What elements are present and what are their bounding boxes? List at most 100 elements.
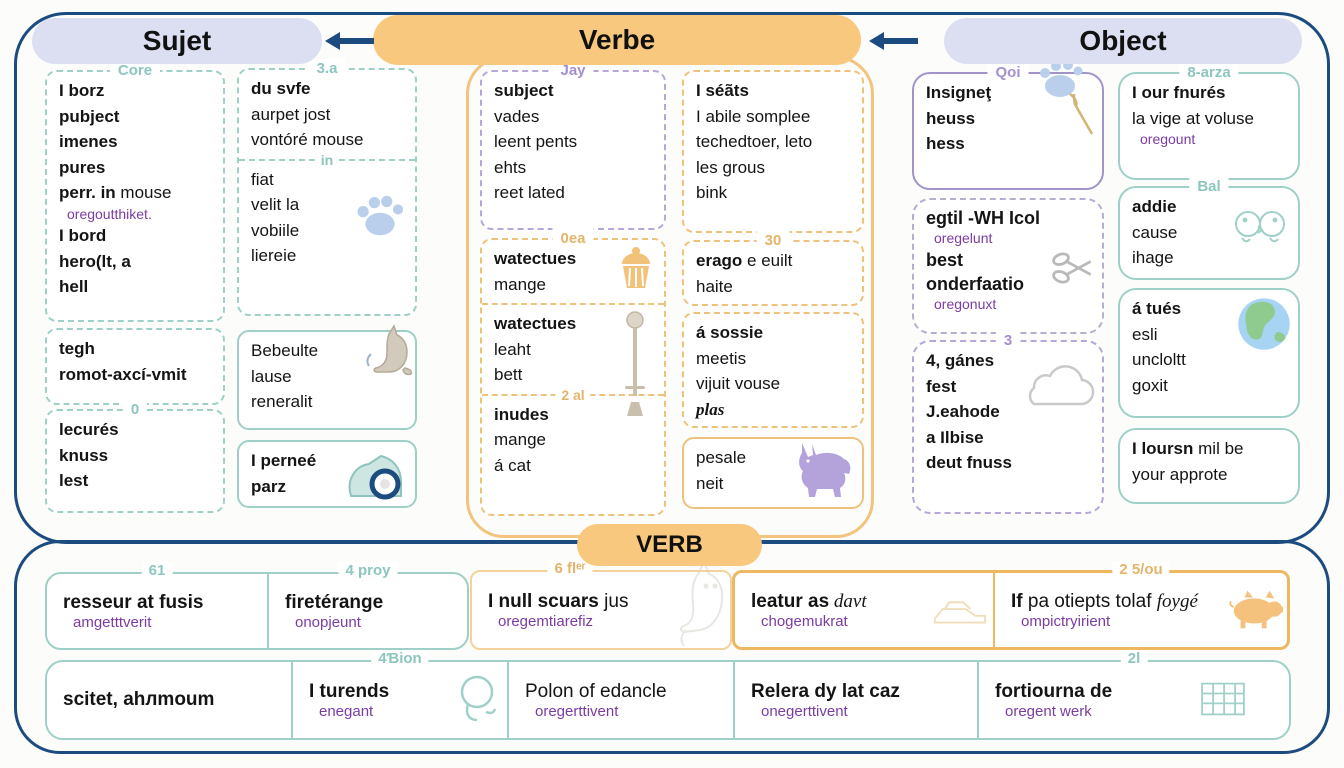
cell-main-rest: pa otiepts tolaf	[1022, 590, 1157, 612]
cell-label: 61	[141, 562, 173, 579]
list-item: Insigneţ	[926, 83, 992, 102]
list-item: vijuit vouse	[696, 374, 781, 393]
list-item: ihage	[1132, 248, 1174, 267]
list-item: hell	[59, 277, 89, 296]
list-item: haite	[696, 276, 733, 296]
globe-icon	[1238, 298, 1290, 350]
box-label: Core	[109, 60, 161, 83]
object-box-3: 3 4, gánes fest J.eahode a Ilbise deut f…	[912, 330, 1104, 514]
box-label: 0ea	[552, 228, 594, 251]
paw-icon	[357, 195, 404, 236]
list-item: fest	[926, 376, 957, 396]
list-item: meetis	[696, 348, 747, 368]
verb-section-pill: VERB	[577, 524, 762, 566]
list-item: I bord	[59, 226, 107, 245]
cell-note: onopjeunt	[295, 613, 361, 631]
cell-main-italic: foygé	[1156, 590, 1198, 612]
mouse-device-icon	[348, 454, 402, 500]
scissors-icon	[1052, 252, 1092, 284]
list-item: deut fnuss	[926, 453, 1012, 472]
left-arrow-icon	[869, 32, 918, 50]
list-item: best	[926, 249, 964, 270]
list-item-rest: mouse	[115, 183, 172, 202]
pig-icon	[1229, 590, 1283, 629]
sujet-box-5: Bebeulte lause reneralit	[237, 324, 417, 430]
list-item: á tués	[1132, 299, 1182, 318]
object-box-2: egtil -WH Icol oregelunt best onderfaati…	[912, 198, 1104, 334]
list-item: Bebeulte	[251, 341, 319, 360]
verbe-box-6: pesale neit	[682, 437, 864, 509]
object-box-7: I loursn mil be your approte	[1118, 428, 1300, 504]
sujet-box-3: 0 lecurés knuss lest	[45, 399, 225, 513]
list-item: esli	[1132, 324, 1158, 344]
bottom-cell: 4 proy firetérange onopjeunt	[267, 562, 467, 648]
list-item: inudes	[494, 404, 549, 424]
list-item: pures	[59, 157, 106, 177]
cell-main-bold: I null scuars	[488, 590, 599, 612]
list-item: uncloltt	[1132, 350, 1186, 369]
list-item: la vige at voluse	[1132, 108, 1254, 128]
list-item-bold: perr. in	[59, 183, 116, 202]
bottom-cell: 2l fortiourna de oregent werk	[977, 650, 1289, 738]
cat-sketch-icon	[680, 559, 724, 647]
annotation: oregount	[1140, 131, 1196, 147]
cell-note: oregerttivent	[535, 702, 619, 720]
divider-label: in	[314, 149, 340, 171]
cell-main-text: scitet, ahᴫmoum	[63, 689, 215, 710]
cell-main-text: I null scuars jus	[488, 591, 730, 613]
bottom-cell: 61 resseur at fusis amgetttverit	[47, 562, 267, 648]
list-item: I our fnurés	[1132, 83, 1226, 102]
cell-main-text: If pa otiepts tolaf foygé	[1011, 591, 1287, 613]
list-item: vobiile	[251, 220, 300, 240]
cell-label: 2l	[1120, 650, 1148, 667]
bottom-cell: Polon of edancle oregerttivent	[507, 662, 733, 738]
cell-main-italic: davt	[829, 590, 867, 612]
bottom-cell: 4Ɓion I turends enegant	[291, 650, 507, 738]
list-item: techedtoer, leto	[696, 132, 813, 151]
list-item: neit	[696, 473, 724, 493]
list-item-rest: mil be	[1193, 439, 1244, 458]
bottom-cell: 6 flᵉʳ I null scuars jus oregemtiarefiz	[472, 559, 730, 648]
verbe-header-label: Verbe	[578, 24, 656, 55]
list-item: ehts	[494, 157, 527, 177]
verbe-box-4: 30 erago e euilt haite	[682, 230, 864, 306]
list-item: I perneé	[251, 451, 317, 470]
grid-icon	[1201, 682, 1245, 716]
list-item: your approte	[1132, 464, 1228, 484]
bottom-row2-group: scitet, ahᴫmoum 4Ɓion I turends enegant …	[45, 650, 1291, 740]
cell-main-text: Relera dy lat caz	[751, 680, 900, 702]
list-item: goxit	[1132, 375, 1168, 395]
list-item: reneralit	[251, 392, 313, 411]
list-item: hero(lt, a	[59, 251, 131, 271]
box-divider	[482, 303, 664, 305]
sujet-box-2: tegh romot-axcí-vmit	[45, 328, 225, 405]
cell-main-text: fortiourna de	[995, 680, 1113, 702]
list-item: aurpet jost	[251, 104, 331, 124]
box-label: 30	[756, 230, 790, 253]
list-item: mange	[494, 430, 546, 449]
donkey-icon	[799, 443, 851, 497]
cell-label: 4 proy	[338, 562, 398, 579]
bottom-row1-group-c: leatur as davt chogemukrat 2 5/ou If pa …	[732, 561, 1290, 650]
lamppost-icon	[625, 311, 645, 416]
list-item: mange	[494, 274, 546, 294]
box-label: Jay	[552, 60, 594, 83]
list-item: I abile somplee	[696, 106, 811, 126]
list-item: addie	[1132, 197, 1177, 216]
list-item: cause	[1132, 222, 1178, 242]
list-item: lause	[251, 366, 292, 386]
list-item: leent pents	[494, 132, 578, 151]
cell-note: ompictryirient	[1021, 612, 1111, 630]
list-item: onderfaatio	[926, 274, 1025, 295]
box-label: 3	[995, 330, 1021, 353]
list-item: I borz	[59, 81, 105, 100]
list-item: J.eahode	[926, 402, 1000, 421]
list-item: I loursn mil be	[1132, 436, 1286, 462]
annotation: oregoutthiket.	[67, 205, 152, 222]
sujet-header-label: Sujet	[142, 25, 212, 56]
box-label: 0	[122, 399, 148, 422]
cell-label: 2 5/ou	[1112, 561, 1170, 578]
verbe-box-1: Jay subject vades leent pents ehts reet …	[480, 60, 666, 230]
bottom-row1-group-b: 6 flᵉʳ I null scuars jus oregemtiarefiz	[470, 559, 732, 650]
